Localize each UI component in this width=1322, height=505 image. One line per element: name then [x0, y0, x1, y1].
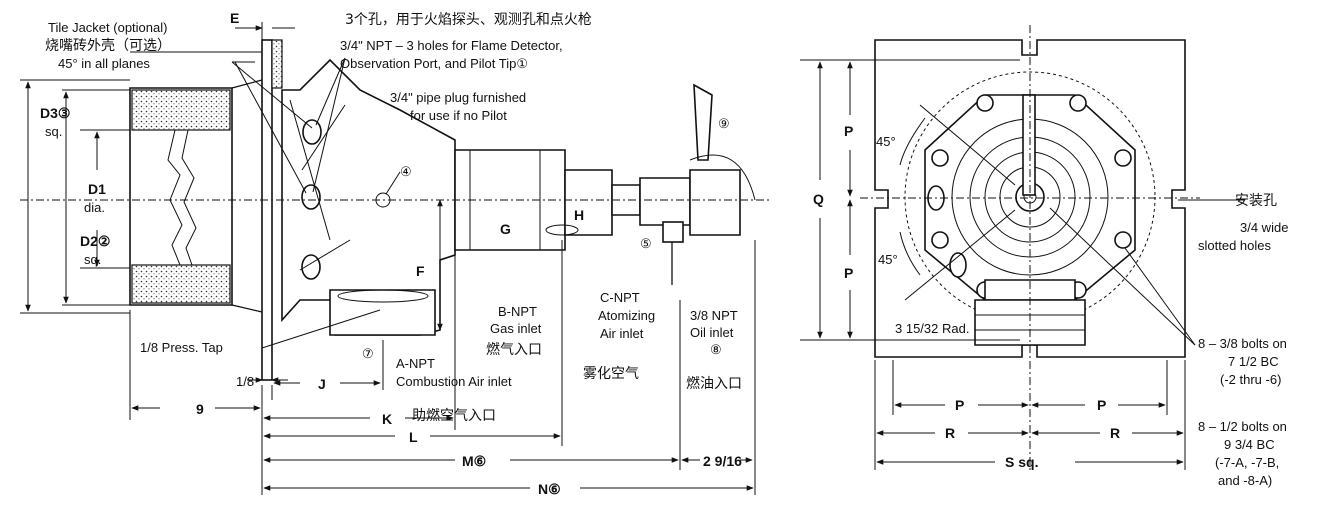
inlet-flange-end: [974, 299, 1086, 346]
bolts-a-3: (-2 thru -6): [1220, 372, 1281, 387]
tile-jacket: [129, 79, 263, 313]
dim-m: M⑥: [462, 453, 486, 469]
slot-label-2: slotted holes: [1198, 238, 1271, 253]
gas-inlet-cn: 燃气入口: [486, 341, 542, 358]
atomizing-air-section: [564, 169, 613, 236]
bolts-b-2: 9 3/4 BC: [1224, 437, 1275, 452]
bolts-b-1: 8 – 1/2 bolts on: [1198, 419, 1287, 434]
slot-label-1: 3/4 wide: [1240, 220, 1288, 235]
angle-note: 45° in all planes: [58, 56, 150, 71]
dim-9: 9: [196, 401, 204, 417]
dim-k: K: [382, 411, 392, 427]
marker-4: ④: [400, 164, 412, 179]
bolts-b-4: and -8-A): [1218, 473, 1272, 488]
atomizing-3: Air inlet: [600, 326, 644, 341]
combustion-inlet-cn: 助燃空气入口: [412, 407, 496, 424]
oil-valve-handle: [693, 83, 713, 161]
dim-f: F: [416, 263, 425, 279]
oil-inlet-cn: 燃油入口: [686, 375, 742, 392]
dim-1-8: 1/8: [236, 374, 254, 389]
dim-p-bottom: P: [844, 265, 853, 281]
bolt-holes: [931, 94, 1132, 299]
press-tap-label: 1/8 Press. Tap: [140, 340, 223, 355]
dim-g: G: [500, 221, 511, 237]
dim-l: L: [409, 429, 418, 445]
oil-inlet-1: 3/8 NPT: [690, 308, 738, 323]
dim-s-sq: S sq.: [1005, 454, 1038, 470]
angle-45-bottom: 45°: [878, 252, 898, 267]
mounting-plate: [261, 39, 273, 381]
plug-note-1: 3/4" pipe plug furnished: [390, 90, 526, 105]
holes-note-1: 3/4" NPT – 3 holes for Flame Detector,: [340, 38, 563, 53]
atomizing-2: Atomizing: [598, 308, 655, 323]
oil-inlet-2: Oil inlet: [690, 325, 734, 340]
flame-detector-hole: [302, 119, 322, 145]
dim-d1-dia: dia.: [84, 200, 105, 215]
dim-n: N⑥: [538, 481, 561, 497]
end-view: [800, 25, 1245, 470]
holes-cn-label: 3个孔，用于火焰探头、观测孔和点火枪: [345, 11, 592, 28]
dim-q: Q: [813, 191, 824, 207]
holes-note-2: Observation Port, and Pilot Tip①: [340, 56, 528, 71]
dim-p-left: P: [955, 397, 964, 413]
atomizing-1: C-NPT: [600, 290, 640, 305]
marker-7: ⑦: [362, 346, 374, 361]
marker-5: ⑤: [640, 236, 652, 251]
dim-d2: D2②: [80, 233, 110, 249]
dim-2-9-16: 2 9/16: [703, 453, 742, 469]
dim-p-right: P: [1097, 397, 1106, 413]
combustion-inlet-2: Combustion Air inlet: [396, 374, 512, 389]
bolts-b-3: (-7-A, -7-B,: [1215, 455, 1279, 470]
mount-holes-cn: 安装孔: [1235, 193, 1277, 209]
marker-9: ⑨: [718, 116, 730, 131]
angle-45-top: 45°: [876, 134, 896, 149]
oil-inlet-marker: ⑧: [710, 342, 722, 357]
dim-r-right: R: [1110, 425, 1120, 441]
gas-inlet-1: B-NPT: [498, 304, 537, 319]
dim-j: J: [318, 376, 326, 392]
side-view: [20, 22, 770, 495]
combustion-inlet-1: A-NPT: [396, 356, 435, 371]
bolts-a-2: 7 1/2 BC: [1228, 354, 1279, 369]
dim-d2-sq: sq.: [84, 252, 101, 267]
tile-jacket-cn-label: 烧嘴砖外壳（可选）: [45, 37, 171, 54]
tile-jacket-label: Tile Jacket (optional): [48, 20, 167, 35]
radius-label: 3 15/32 Rad.: [895, 321, 969, 336]
dim-d1: D1: [88, 181, 106, 197]
bolts-a-1: 8 – 3/8 bolts on: [1198, 336, 1287, 351]
gas-inlet-2: Gas inlet: [490, 321, 542, 336]
dim-p-top: P: [844, 123, 853, 139]
plug-note-2: for use if no Pilot: [410, 108, 507, 123]
dim-h: H: [574, 207, 584, 223]
dim-d3: D3③: [40, 105, 70, 121]
combustion-air-flange: [329, 289, 436, 336]
gas-section: [454, 149, 566, 251]
atomizing-cn: 雾化空气: [583, 366, 639, 382]
dim-e: E: [230, 10, 239, 26]
dim-r-left: R: [945, 425, 955, 441]
dim-d3-sq: sq.: [45, 124, 62, 139]
